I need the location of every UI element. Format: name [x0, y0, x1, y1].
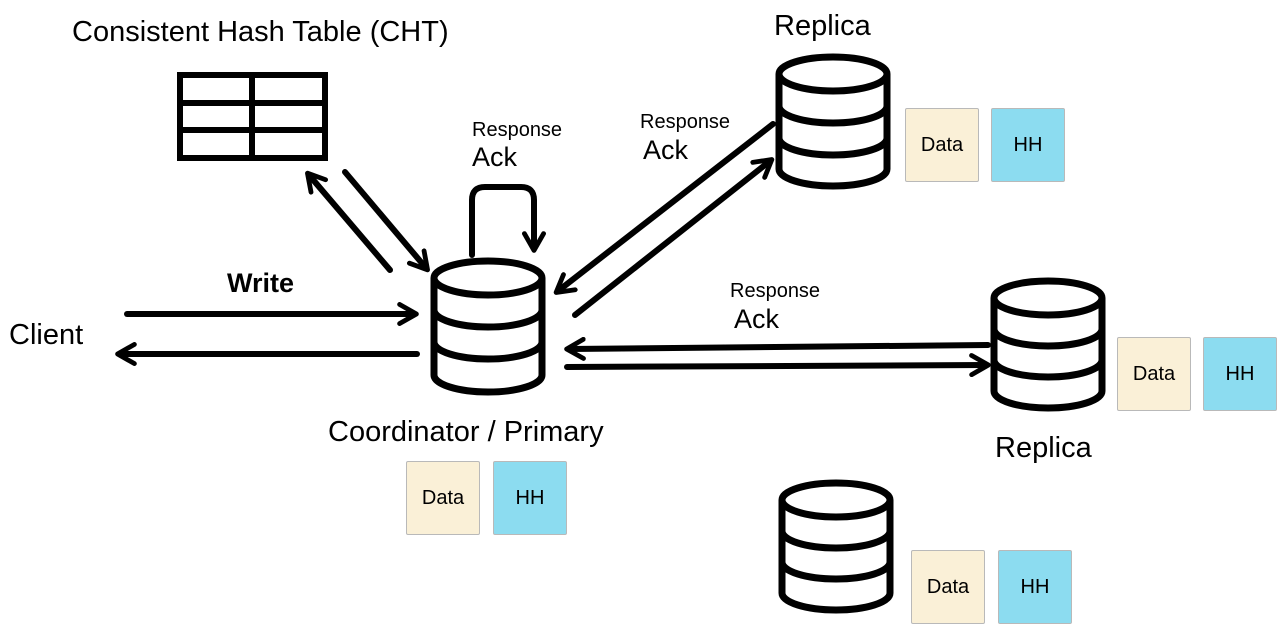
client-label: Client	[9, 319, 84, 351]
hash-table-icon	[177, 72, 328, 161]
replica-mid-hh-box: HH	[1203, 337, 1277, 411]
replica-top-response-label: Response	[640, 111, 731, 133]
coordinator-data-box: Data	[406, 461, 480, 535]
coordinator-label: Coordinator / Primary	[328, 416, 604, 448]
write-label: Write	[227, 268, 295, 298]
replica-top-label: Replica	[774, 10, 871, 42]
standby-database-icon	[778, 479, 894, 614]
replica-top-ack-label: Ack	[643, 135, 689, 165]
replica-mid-data-box: Data	[1117, 337, 1191, 411]
replica-mid-response-label: Response	[730, 280, 821, 302]
cht-title: Consistent Hash Table (CHT)	[72, 16, 449, 48]
replica-mid-database-icon	[990, 277, 1106, 412]
standby-data-box: Data	[911, 550, 985, 624]
replica-top-data-box: Data	[905, 108, 979, 182]
replica-mid-ack-arrow	[564, 336, 991, 361]
standby-hh-box: HH	[998, 550, 1072, 624]
coordinator-to-cht-arrow	[305, 170, 393, 273]
self-loop-ack-label: Ack	[472, 142, 518, 172]
coordinator-database-icon	[430, 257, 546, 396]
cht-to-coordinator-arrow	[342, 169, 430, 273]
replica-top-hh-box: HH	[991, 108, 1065, 182]
replica-mid-ack-label: Ack	[734, 304, 780, 334]
self-loop-arrow	[469, 184, 546, 258]
coordinator-hh-box: HH	[493, 461, 567, 535]
replica-mid-label: Replica	[995, 432, 1092, 464]
replica-top-ack-arrow	[553, 121, 776, 295]
self-loop-response-label: Response	[472, 119, 563, 141]
coordinator-to-replica-mid-arrow	[564, 353, 991, 378]
coordinator-to-replica-top-arrow	[572, 157, 775, 318]
replica-top-database-icon	[775, 53, 891, 190]
